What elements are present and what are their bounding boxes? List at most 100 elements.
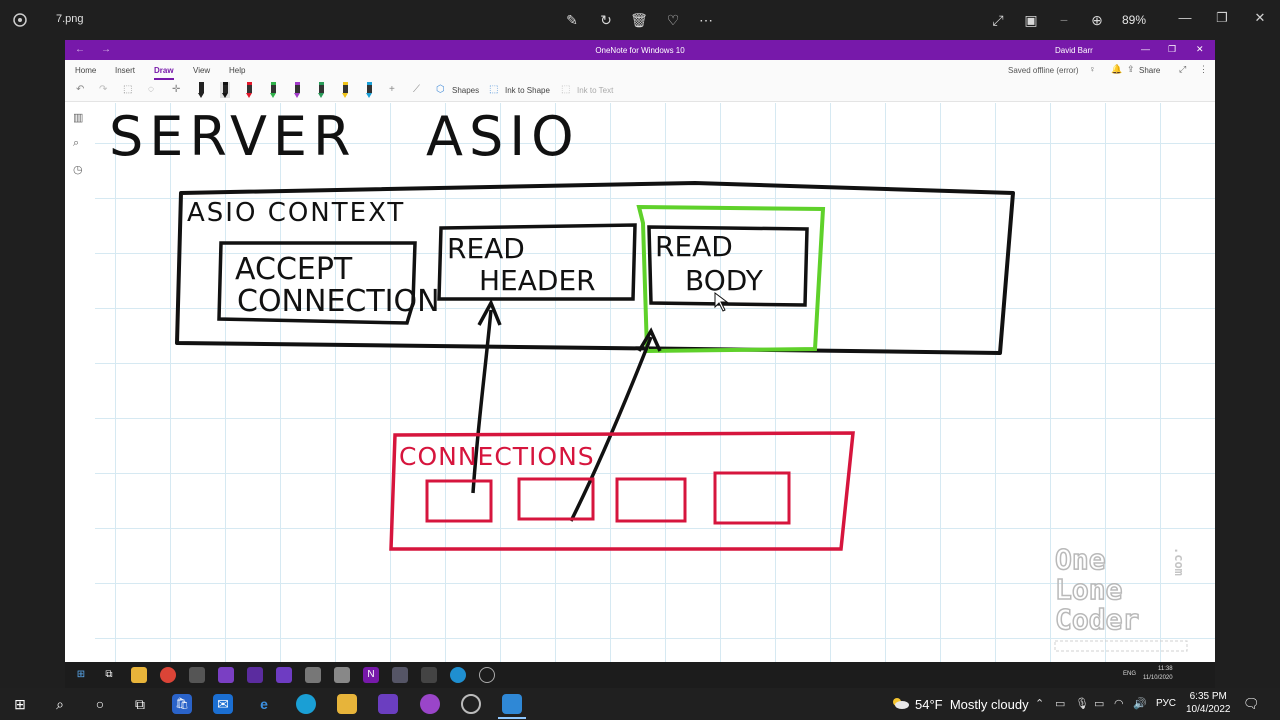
clock-time: 6:35 PM (1189, 691, 1227, 702)
delete-icon[interactable]: 🗑 (630, 12, 648, 28)
navigation-rail: ▥ ⌕ ◷ (65, 103, 93, 662)
ink-to-text-icon: ⬚ (561, 84, 571, 95)
eraser-select-icon[interactable]: ◌ (148, 84, 154, 95)
mail-icon[interactable]: ✉ (213, 694, 233, 714)
pen-2[interactable] (220, 82, 230, 98)
onenote-maximize-button[interactable]: ❐ (1168, 44, 1177, 54)
search-icon[interactable]: ⌕ (56, 696, 64, 712)
ink-to-shape-icon[interactable]: ⬚ (489, 84, 499, 95)
actual-size-icon[interactable]: ▣ (1024, 12, 1038, 28)
ie-icon[interactable]: e (260, 696, 268, 712)
edge-icon[interactable] (296, 694, 316, 714)
lasso-select-icon[interactable]: ⬚ (123, 84, 133, 95)
edit-image-icon[interactable]: ✎ (566, 12, 578, 28)
asio-context-box (175, 181, 1015, 355)
maximize-button[interactable]: ❐ (1216, 10, 1228, 25)
microphone-icon[interactable]: 🎙 (1075, 698, 1089, 710)
pen-3[interactable] (244, 82, 254, 98)
inner-chrome-icon (160, 667, 176, 683)
app-icon[interactable] (420, 694, 440, 714)
pen-5[interactable] (292, 82, 302, 98)
camera-icon[interactable]: ▭ (1055, 698, 1066, 710)
onenote-minimize-button[interactable]: — (1141, 44, 1150, 54)
sync-status[interactable]: Saved offline (error) (1008, 66, 1079, 75)
more-options-icon[interactable]: ⋯ (699, 12, 713, 28)
pen-8[interactable] (364, 82, 374, 98)
visual-studio-icon[interactable] (378, 694, 398, 714)
logo-line-1: One (1055, 543, 1106, 576)
wifi-icon[interactable]: ◠ (1114, 698, 1124, 710)
app-icon[interactable] (461, 694, 481, 714)
task-view-icon[interactable]: ⧉ (135, 696, 145, 712)
tab-insert[interactable]: Insert (115, 66, 136, 75)
bell-icon[interactable]: 🔔 (1111, 64, 1123, 74)
recent-icon[interactable]: ◷ (73, 164, 83, 176)
rotate-icon[interactable]: ↻ (600, 12, 612, 28)
tab-view[interactable]: View (193, 66, 211, 75)
expand-icon[interactable]: ⤢ (1179, 64, 1187, 74)
inner-taskview-icon: ⧉ (105, 669, 113, 680)
notebooks-icon[interactable]: ▥ (73, 112, 84, 124)
read-header-box (437, 223, 637, 301)
clock-date: 10/4/2022 (1186, 704, 1231, 715)
store-icon[interactable]: 🛍 (172, 694, 192, 714)
read-body-line1: READ (655, 230, 733, 263)
tray-chevron-icon[interactable]: ⌃ (1035, 698, 1045, 710)
redo-icon[interactable]: ↷ (99, 84, 108, 95)
note-canvas[interactable]: SERVER ASIO ASIO CONTEXT ACCEPT CONNECTI… (95, 103, 1215, 662)
add-space-icon[interactable]: ✛ (172, 84, 181, 95)
tab-draw[interactable]: Draw (154, 66, 174, 80)
ink-to-text-button[interactable]: Ink to Text (577, 86, 614, 95)
pen-6[interactable] (316, 82, 326, 98)
more-icon[interactable]: ⋮ (1199, 64, 1208, 74)
pen-4[interactable] (268, 82, 278, 98)
shapes-icon[interactable]: ⬡ (436, 84, 445, 95)
onenote-close-button[interactable]: ✕ (1196, 44, 1204, 54)
zoom-out-icon[interactable]: − (1059, 12, 1069, 28)
back-icon[interactable]: ← (75, 44, 85, 55)
window-title: OneNote for Windows 10 (595, 46, 685, 55)
favorite-icon[interactable]: ♡ (666, 12, 680, 28)
pen-7[interactable] (340, 82, 350, 98)
file-explorer-icon[interactable] (337, 694, 357, 714)
connection-slot (425, 479, 493, 523)
language-indicator[interactable]: РУС (1156, 698, 1177, 709)
logo-suffix: .com (1172, 547, 1186, 576)
fullscreen-icon[interactable]: ⤢ (992, 12, 1004, 28)
start-icon[interactable]: ⊞ (14, 696, 26, 712)
battery-icon[interactable]: ▭ (1094, 698, 1105, 710)
system-clock[interactable]: 6:35 PM 10/4/2022 (1186, 690, 1231, 716)
weather-text[interactable]: 54°F Mostly cloudy (915, 697, 1029, 712)
photos-icon[interactable] (502, 694, 522, 714)
ruler-icon[interactable]: ⟋ (413, 84, 420, 95)
volume-icon[interactable]: 🔊 (1133, 698, 1147, 710)
user-name[interactable]: David Barr (1055, 46, 1093, 55)
zoom-in-icon[interactable]: ⊕ (1091, 12, 1103, 28)
forward-icon[interactable]: → (101, 44, 111, 55)
connection-label: CONNECTION (237, 284, 440, 319)
ink-to-shape-button[interactable]: Ink to Shape (505, 86, 550, 95)
tab-help[interactable]: Help (229, 66, 246, 75)
notifications-icon[interactable]: 🗨 (1243, 696, 1260, 711)
photos-title-bar: 7.png ✎ ↻ 🗑 ♡ ⋯ ⤢ ▣ − ⊕ 89% — ❐ ✕ (0, 0, 1280, 40)
inner-edge-icon (450, 667, 466, 683)
add-pen-icon[interactable]: + (389, 84, 395, 95)
onenote-title-bar: ← → OneNote for Windows 10 David Barr — … (65, 40, 1215, 60)
lightbulb-icon[interactable]: ♀ (1089, 64, 1096, 74)
pen-1[interactable] (196, 82, 206, 98)
minimize-button[interactable]: — (1178, 10, 1192, 25)
onenote-window: ← → OneNote for Windows 10 David Barr — … (65, 40, 1215, 662)
tab-home[interactable]: Home (75, 66, 97, 75)
search-icon[interactable]: ⌕ (73, 137, 80, 149)
arrow-head-body (637, 327, 662, 352)
close-button[interactable]: ✕ (1254, 10, 1266, 25)
ink-drawing: SERVER ASIO ASIO CONTEXT ACCEPT CONNECTI… (109, 105, 1015, 551)
share-icon: ⇪ (1127, 64, 1135, 74)
undo-icon[interactable]: ↶ (76, 84, 85, 95)
file-name: 7.png (56, 13, 84, 25)
share-button[interactable]: Share (1139, 66, 1161, 75)
shapes-button[interactable]: Shapes (452, 86, 480, 95)
cortana-icon[interactable]: ○ (95, 696, 105, 712)
inner-vs-icon (247, 667, 263, 683)
drawing-title: SERVER ASIO (109, 105, 580, 168)
